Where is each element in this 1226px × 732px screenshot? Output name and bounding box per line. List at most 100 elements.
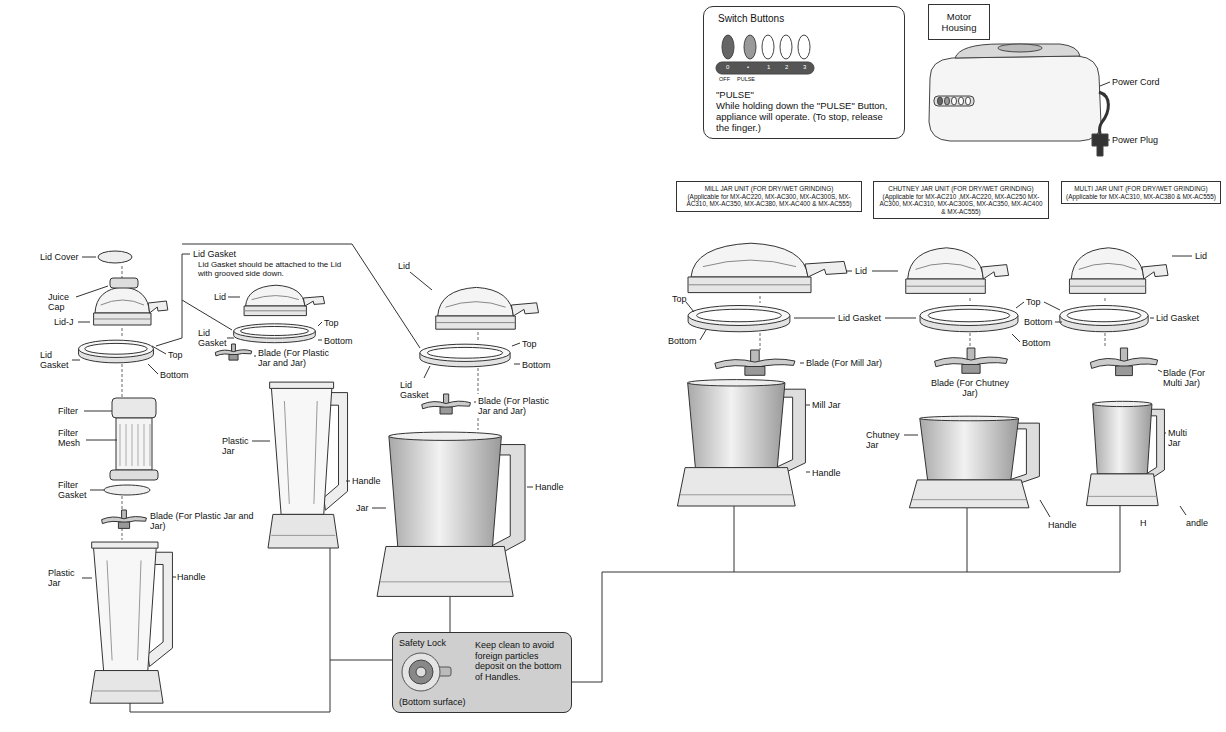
- drawing-part: [116, 418, 152, 470]
- part-label: Top: [324, 318, 339, 328]
- box-heading: Switch Buttons: [718, 13, 784, 25]
- part-label: Jar: [356, 503, 369, 513]
- plastic-jar-assembly: [215, 285, 347, 548]
- drawing-part: [79, 340, 154, 363]
- drawing-part: [762, 35, 774, 59]
- drawing-part: [686, 302, 916, 340]
- jar-unit-box: MILL JAR UNIT (FOR DRY/WET GRINDING)(App…: [676, 181, 862, 212]
- part-label: Bottom: [522, 360, 551, 370]
- chutney-jar-assembly: [906, 248, 1040, 508]
- drawing-part: [244, 285, 325, 315]
- drawing-part: [234, 324, 316, 343]
- part-label: andle: [1186, 518, 1208, 528]
- drawing-part: [1060, 306, 1148, 332]
- part-label: •: [747, 64, 749, 71]
- drawing-part: [1099, 92, 1108, 134]
- center-axis: [122, 266, 1105, 540]
- drawing-part: [102, 510, 147, 528]
- box-text: (Applicable for MX-AC210 ,MX-AC220, MX-A…: [878, 193, 1044, 216]
- part-label: Handle: [812, 468, 841, 478]
- drawing-part: [945, 97, 950, 105]
- part-label: Top: [672, 294, 687, 304]
- jar-connectors: [130, 506, 1120, 712]
- drawing-part: [94, 287, 168, 325]
- drawing-part: [227, 297, 350, 481]
- switch-buttons: [716, 35, 814, 74]
- part-label: Blade (For Plastic Jar and Jar): [258, 348, 330, 368]
- note-box: Safety Lock Keep clean to avoid foreign p…: [392, 632, 572, 713]
- part-label: Blade (For Chutney Jar): [928, 378, 1012, 398]
- part-label: Lid Gasket: [198, 328, 230, 348]
- jar-unit-box: MULTI JAR UNIT (FOR DRY/WET GRINDING)(Ap…: [1061, 181, 1221, 204]
- part-label: Filter: [58, 406, 78, 416]
- part-label: Handle: [535, 482, 564, 492]
- part-label: Handle: [177, 572, 206, 582]
- part-label: 0: [726, 64, 729, 71]
- drawing-part: [110, 278, 138, 288]
- part-label: Filter Mesh: [58, 428, 88, 448]
- drawing-part: [906, 248, 1009, 294]
- part-label: Blade (For Plastic Jar and Jar): [478, 396, 550, 416]
- drawing-part: [1090, 348, 1157, 376]
- drawing-part: [935, 348, 1008, 373]
- part-label: Lid: [398, 261, 410, 271]
- drawing-part: [90, 542, 172, 703]
- drawing-part: [156, 244, 420, 348]
- part-label: Top: [1026, 297, 1041, 307]
- part-label: Lid Gasket: [40, 350, 72, 370]
- part-label: Blade (For Plastic Jar and Jar): [150, 511, 258, 531]
- drawing-part: [372, 272, 533, 508]
- motor-housing: [929, 44, 1108, 156]
- part-label: PULSE: [737, 76, 755, 82]
- part-label: 3: [803, 64, 806, 71]
- part-label: Blade (For Mill Jar): [806, 358, 882, 368]
- part-label: Lid Gasket should be attached to the Lid…: [198, 261, 348, 279]
- safety-lock-icon: [401, 651, 453, 693]
- box-heading: CHUTNEY JAR UNIT (FOR DRY/WET GRINDING): [878, 185, 1044, 193]
- part-label: OFF: [719, 76, 730, 82]
- part-label: Bottom: [1022, 338, 1051, 348]
- part-label: Bottom: [160, 370, 189, 380]
- drawing-part: [120, 424, 150, 466]
- drawing-part: [760, 296, 1105, 350]
- part-label: Power Plug: [1112, 135, 1158, 145]
- juicer-assembly: [79, 251, 173, 703]
- part-label: Lid: [1195, 251, 1207, 261]
- part-label: Plastic Jar: [48, 568, 80, 588]
- drawing-part: [798, 35, 810, 59]
- drawing-part: [98, 251, 132, 263]
- drawing-part: [722, 35, 734, 59]
- lock-gear: [409, 660, 433, 684]
- switch-panel: Switch Buttons"PULSE"While holding down …: [703, 6, 905, 139]
- drawing-part: [846, 256, 1192, 271]
- leader-lines: [72, 82, 1192, 578]
- lock-hub: [416, 667, 426, 677]
- box-heading: MILL JAR UNIT (FOR DRY/WET GRINDING): [681, 185, 857, 193]
- lock-disc: [402, 653, 440, 691]
- drawing-part: [716, 62, 814, 74]
- multi-jar-assembly: [1060, 248, 1168, 506]
- drawing-part: [934, 96, 974, 106]
- drawing-part: [1012, 302, 1154, 342]
- part-label: Multi Jar: [1168, 428, 1198, 448]
- drawing-part: [422, 394, 471, 414]
- part-label: Lid Gasket: [838, 313, 881, 323]
- part-label: Handle: [352, 476, 381, 486]
- box-text: Keep clean to avoid foreign particles de…: [475, 640, 567, 682]
- part-label: Blade (For Multi Jar): [1163, 368, 1221, 388]
- jar-unit-box: CHUTNEY JAR UNIT (FOR DRY/WET GRINDING)(…: [873, 181, 1049, 219]
- part-label: Lid Gasket: [400, 380, 432, 400]
- drawing-part: [920, 306, 1018, 332]
- drawing-part: [436, 287, 539, 329]
- part-label: Lid Gasket: [193, 249, 236, 259]
- drawing-part: [112, 398, 156, 418]
- part-label: Chutney Jar: [866, 430, 902, 450]
- part-label: 1: [767, 64, 770, 71]
- drawing-part: [955, 44, 1080, 58]
- part-label: Mill Jar: [812, 400, 841, 410]
- drawing-part: [72, 257, 166, 374]
- drawing-part: [570, 506, 1120, 682]
- drawing-part: [268, 382, 348, 548]
- box-heading: Safety Lock: [399, 638, 446, 649]
- box-text: (Applicable for MX-AC220, MX-AC300, MX-A…: [681, 193, 857, 208]
